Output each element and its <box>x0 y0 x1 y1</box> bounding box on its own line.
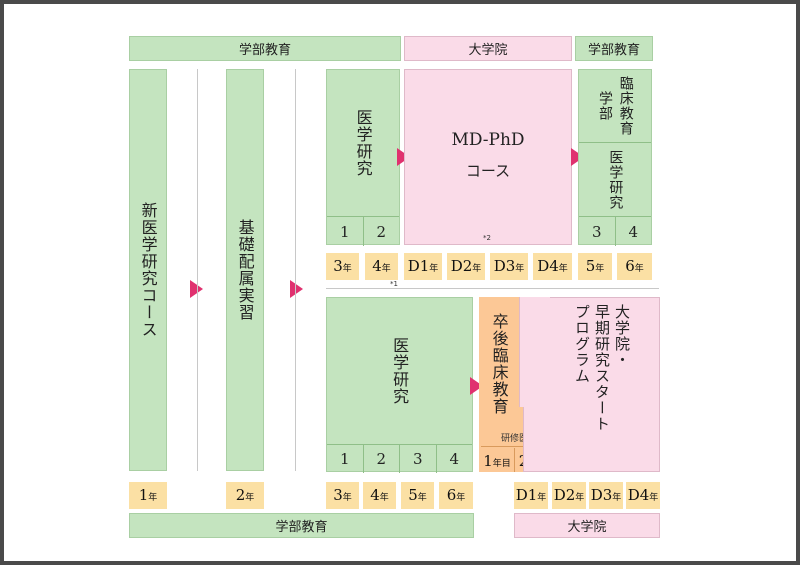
lower-research-year: 3 <box>399 445 436 473</box>
divider-horizontal <box>326 288 659 289</box>
clinical-box: 学部 臨床 教育 医学研究 3 4 <box>578 69 652 246</box>
footer-graduate: 大学院 <box>514 513 660 538</box>
lower-research-year: 4 <box>435 445 473 473</box>
mdphd-box: MD-PhD コース *2 <box>404 69 572 245</box>
clinical-years: 3 4 <box>579 216 651 246</box>
divider-line-2 <box>295 69 296 471</box>
resident-label: 研修医 <box>500 434 528 444</box>
note-star-2: *2 <box>483 234 491 242</box>
header-graduate: 大学院 <box>404 36 572 61</box>
mdphd-subtitle: コース <box>465 162 511 180</box>
header-undergrad-right: 学部教育 <box>575 36 653 61</box>
basic-lab-column: 基礎配属実習 <box>226 69 264 471</box>
lower-research-years: 1 2 3 4 <box>327 444 472 473</box>
clinical-edu-label-c: 教育 <box>617 106 634 136</box>
early-label-c: プログラム <box>573 304 591 384</box>
header-undergrad-left: 学部教育 <box>129 36 401 61</box>
arrow-2 <box>290 280 303 298</box>
clinical-year: 4 <box>614 217 652 246</box>
new-research-course-label: 新医学研究コース <box>138 202 158 338</box>
mdphd-title: MD-PhD <box>451 130 525 150</box>
early-label-a: 大学院・ <box>613 304 631 368</box>
clinical-edu-label-a: 学部 <box>597 91 613 121</box>
upper-research-year: 1 <box>339 222 350 241</box>
basic-lab-label: 基礎配属実習 <box>235 219 255 321</box>
lower-research-box: 医学研究 1 2 3 4 <box>326 297 473 473</box>
clinical-research-label: 医学研究 <box>607 149 624 210</box>
upper-research-years: 1 2 <box>327 216 399 246</box>
note-star-1: *1 <box>390 280 398 288</box>
upper-research-box: 医学研究 1 2 <box>326 69 400 246</box>
early-label-b: 早期研究スタート <box>593 304 611 432</box>
upper-research-year: 2 <box>362 217 400 246</box>
lower-research-year: 1 <box>339 450 350 468</box>
footer-undergrad: 学部教育 <box>129 513 474 538</box>
early-research-program-notch <box>519 297 550 407</box>
upper-research-label: 医学研究 <box>353 109 373 177</box>
resident-divider <box>481 446 548 447</box>
lower-research-label: 医学研究 <box>390 337 410 405</box>
divider-line-1 <box>197 69 198 471</box>
postgrad-clinical-label: 卒後臨床教育 <box>489 313 509 415</box>
clinical-edu-label-b: 臨床 <box>617 76 634 106</box>
arrow-1 <box>190 280 203 298</box>
early-research-text: 大学院・ 早期研究スタート プログラム <box>552 304 652 464</box>
clinical-education-block: 学部 臨床 教育 <box>579 70 651 143</box>
new-research-course-column: 新医学研究コース <box>129 69 167 471</box>
lower-research-year: 2 <box>362 445 400 473</box>
clinical-year: 3 <box>591 222 602 241</box>
